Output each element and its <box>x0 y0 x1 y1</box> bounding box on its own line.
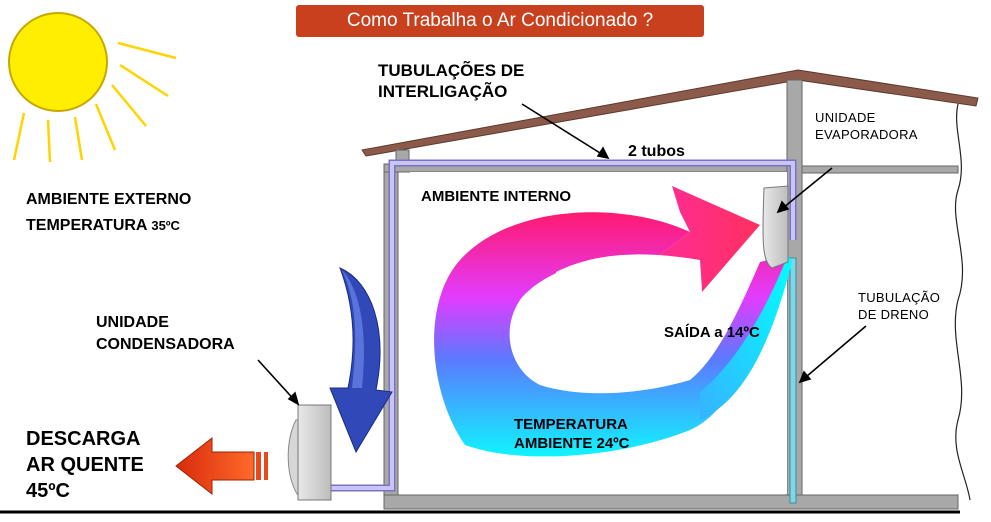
building-cut-edge <box>954 103 971 501</box>
discharge-label-line-2: AR QUENTE <box>26 454 144 476</box>
external-ambient-line-2: TEMPERATURA 35ºC <box>26 216 191 236</box>
hot-air-discharge-arrow <box>175 436 268 496</box>
discharge-label: DESCARGA AR QUENTE 45ºC <box>26 426 144 504</box>
pipes-label-line-2: INTERLIGAÇÃO <box>378 82 508 102</box>
internal-ambient-label: AMBIENTE INTERNO <box>421 188 571 205</box>
room-temp-line-2: AMBIENTE 24ºC <box>514 434 630 452</box>
drain-label-line-2: DE DRENO <box>858 306 930 322</box>
discharge-label-line-1: DESCARGA <box>26 428 141 450</box>
air-flow-arrow <box>434 186 792 457</box>
interconnection-pipes <box>330 159 797 492</box>
air-intake-arrow <box>329 267 393 454</box>
condenser-unit <box>287 404 332 501</box>
title-banner: Como Trabalha o Ar Condicionado ? <box>296 5 704 37</box>
page-title: Como Trabalha o Ar Condicionado ? <box>346 10 654 31</box>
drain-label-line-1: TUBULAÇÃO <box>858 290 941 305</box>
external-ambient-label: AMBIENTE EXTERNO TEMPERATURA 35ºC <box>26 190 191 236</box>
drain-pipe <box>789 257 797 504</box>
discharge-label-line-3: 45ºC <box>26 480 70 502</box>
interconnection-pipes-label: TUBULAÇÕES DE INTERLIGAÇÃO <box>378 60 524 103</box>
room-temp-label: TEMPERATURA AMBIENTE 24ºC <box>514 416 630 454</box>
external-temp-label: TEMPERATURA <box>26 217 147 234</box>
pipes-label-line-1: TUBULAÇÕES DE <box>378 61 525 80</box>
pointer-lines <box>257 103 867 406</box>
roof <box>361 69 979 157</box>
evaporator-label-line-2: EVAPORADORA <box>815 126 918 142</box>
output-temp-label: SAÍDA a 14ºC <box>664 324 760 341</box>
evaporator-label-line-1: UNIDADE <box>815 110 876 125</box>
condenser-label-line-1: UNIDADE <box>96 314 169 331</box>
evaporator-unit <box>762 185 789 269</box>
evaporator-label: UNIDADE EVAPORADORA <box>815 110 918 144</box>
external-temp-value: 35ºC <box>151 218 180 233</box>
condenser-label: UNIDADE CONDENSADORA <box>96 312 235 357</box>
condenser-label-line-2: CONDENSADORA <box>96 336 235 354</box>
drain-pipe-label: TUBULAÇÃO DE DRENO <box>858 290 940 324</box>
two-tubes-label: 2 tubos <box>628 143 685 160</box>
room-temp-line-1: TEMPERATURA <box>514 416 628 433</box>
sun-icon <box>8 12 177 163</box>
external-ambient-line-1: AMBIENTE EXTERNO <box>26 191 192 208</box>
